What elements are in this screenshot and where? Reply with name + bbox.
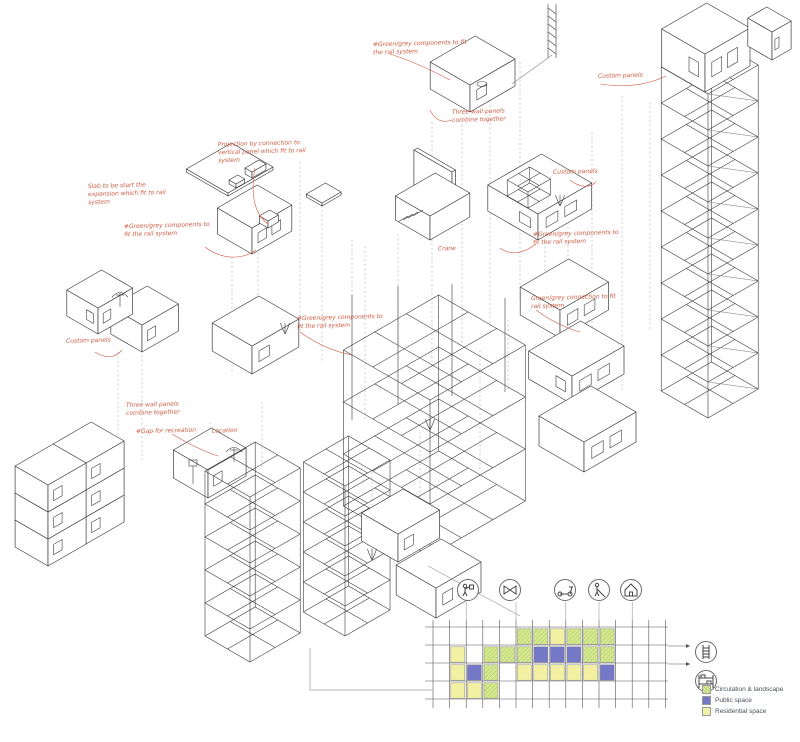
ladder-icon [695, 641, 717, 663]
annotation-location-note: Location [211, 426, 238, 435]
bunk-bed-icon [695, 670, 717, 692]
program-grid-cell [450, 646, 466, 663]
scene-details [111, 81, 565, 561]
legend-item-circulation: Circulation & landscape [702, 684, 783, 695]
annotation-projection-note: Projection by connection to vertical pan… [217, 139, 306, 164]
public-space-swatch [702, 696, 711, 705]
legend: Circulation & landscape Public space Res… [702, 684, 783, 717]
home-icon [620, 579, 642, 601]
sweeping-person-icon [588, 579, 610, 601]
legend-item-public: Public space [702, 695, 783, 706]
residential-swatch [702, 707, 711, 716]
program-grid-cell [450, 682, 466, 699]
annotation-crane-note: Crane [437, 245, 456, 253]
legend-label: Circulation & landscape [715, 686, 784, 693]
program-grid-cell [533, 646, 549, 663]
program-grid-cell [566, 664, 582, 681]
program-grid-cell [550, 628, 565, 645]
scooter-icon [554, 579, 576, 601]
circulation-swatch [702, 685, 711, 694]
program-grid-cell [467, 664, 482, 681]
program-grid-cell [566, 646, 582, 663]
annotation-green-grey-note-4: #Green/grey components to fit the rail s… [296, 312, 383, 330]
building-modules [14, 2, 792, 663]
program-grid-cell [583, 664, 598, 681]
annotation-green-grey-note-1: #Green/grey components to fit the rail s… [123, 220, 210, 238]
annotation-green-grey-note-5: Green/grey connection to fit rail system [530, 292, 616, 310]
annotation-green-grey-note-2: #Green/grey components to fit the rail s… [372, 38, 467, 57]
annotation-three-wall-note-2: Three wall panels combine together [125, 400, 180, 417]
annotation-slab-note: Slab to be start the expansion which fit… [87, 181, 166, 206]
program-grid-cell [450, 664, 466, 681]
program-grid [309, 565, 690, 708]
program-grid-cell [516, 664, 532, 681]
program-grid-cell [550, 664, 565, 681]
legend-label: Residential space [715, 708, 767, 715]
legend-item-residential: Residential space [702, 706, 783, 717]
assembly-person-icon [457, 579, 479, 601]
bridge-icon [499, 579, 521, 601]
red-leader-curves [94, 53, 667, 457]
annotation-green-grey-note-3: #Green/grey components to fit the rail s… [532, 228, 619, 246]
annotation-three-wall-note-1: Three wall panels combine together [451, 107, 506, 124]
program-grid-cell [550, 646, 565, 663]
program-grid-cell [599, 664, 615, 681]
program-grid-cell [467, 682, 482, 699]
legend-label: Public space [715, 697, 752, 704]
program-grid-cell [533, 664, 549, 681]
